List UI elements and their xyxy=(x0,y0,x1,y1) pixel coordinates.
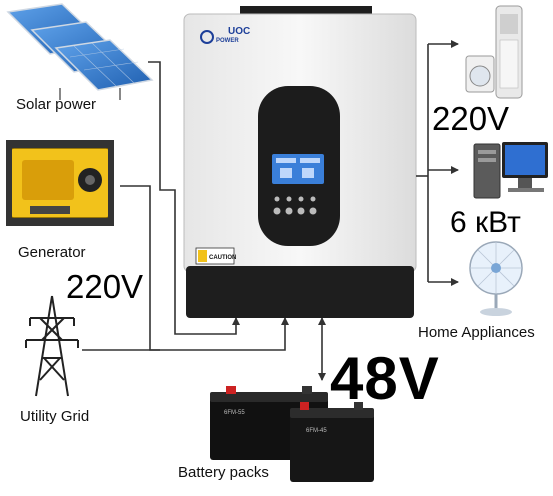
caution-label: CAUTION xyxy=(209,255,236,261)
battery-1-model: 6FM-55 xyxy=(224,410,245,416)
battery-voltage-label: 48V xyxy=(330,345,440,412)
washing-machine-icon xyxy=(465,55,495,93)
output-connections xyxy=(416,40,459,286)
utility-grid-label: Utility Grid xyxy=(20,408,90,425)
solar-panel-icon xyxy=(6,3,154,100)
brand-subname: POWER xyxy=(216,38,239,44)
brand-name: UOC xyxy=(228,26,250,37)
solar-power-label: Solar power xyxy=(16,96,97,113)
battery-2-model: 6FM-45 xyxy=(306,428,327,434)
brand-logo-icon xyxy=(200,30,214,44)
output-power-label: 6 кВт xyxy=(450,206,521,239)
air-conditioner-icon xyxy=(495,5,523,99)
computer-icon xyxy=(473,142,548,199)
input-connections xyxy=(82,61,326,381)
home-appliances-label: Home Appliances xyxy=(418,324,535,341)
generator-icon xyxy=(6,140,114,226)
generator-label: Generator xyxy=(18,244,86,261)
battery-icon-2 xyxy=(290,402,374,482)
input-voltage-label: 220V xyxy=(66,268,144,305)
battery-packs-label: Battery packs xyxy=(178,464,269,481)
fan-icon xyxy=(469,241,523,316)
output-voltage-label: 220V xyxy=(432,100,510,137)
power-tower-icon xyxy=(25,295,79,397)
solar-line xyxy=(148,61,240,335)
inverter-unit xyxy=(183,6,417,318)
